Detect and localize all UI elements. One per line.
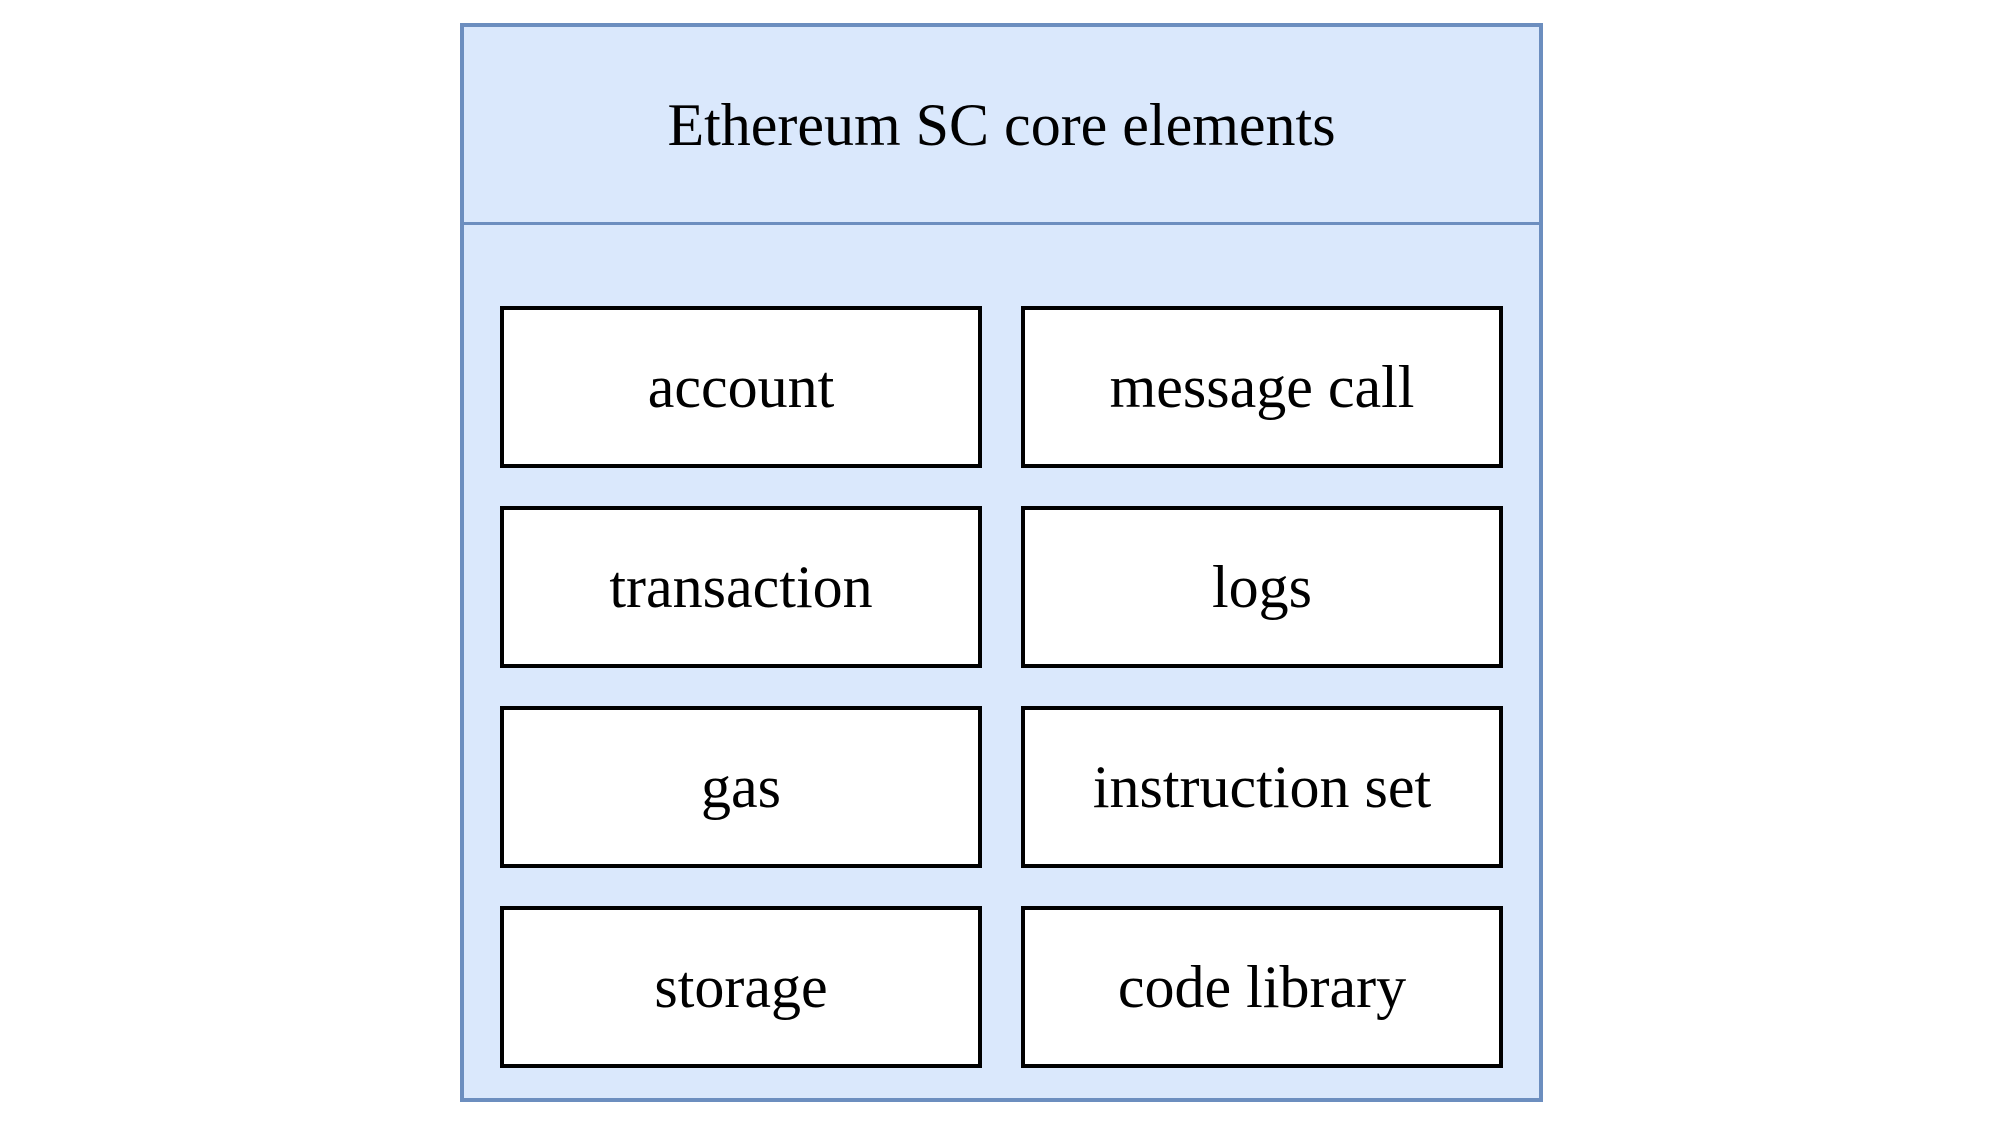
element-box-instruction-set: instruction set <box>1021 706 1503 868</box>
core-elements-container: Ethereum SC core elements account messag… <box>460 23 1543 1102</box>
diagram-title: Ethereum SC core elements <box>667 91 1336 158</box>
element-label: code library <box>1117 954 1407 1020</box>
element-box-gas: gas <box>500 706 982 868</box>
element-box-logs: logs <box>1021 506 1503 668</box>
element-label: message call <box>1109 354 1415 420</box>
element-label: instruction set <box>1092 754 1432 820</box>
element-label: gas <box>701 754 781 820</box>
element-box-code-library: code library <box>1021 906 1503 1068</box>
element-box-storage: storage <box>500 906 982 1068</box>
element-label: transaction <box>609 554 873 620</box>
element-label: account <box>647 354 835 420</box>
element-label: storage <box>654 954 828 1020</box>
element-box-transaction: transaction <box>500 506 982 668</box>
element-box-message-call: message call <box>1021 306 1503 468</box>
element-label: logs <box>1211 554 1313 620</box>
element-box-account: account <box>500 306 982 468</box>
container-header: Ethereum SC core elements <box>464 27 1539 225</box>
